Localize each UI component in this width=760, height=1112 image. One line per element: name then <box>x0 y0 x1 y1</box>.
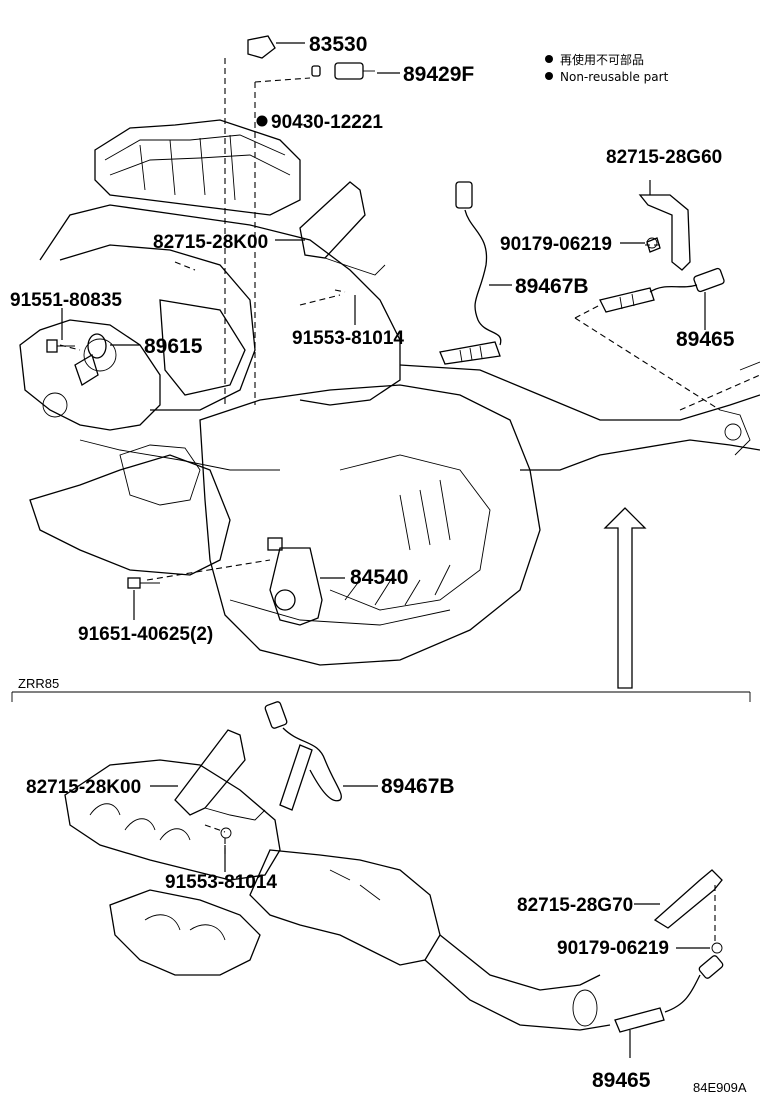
oil-pressure-switch-83530 <box>247 35 276 59</box>
bracket-82715-28g60 <box>638 194 691 271</box>
bolt-91553-81014-bottom <box>220 827 232 839</box>
diagram-id: 84E909A <box>693 1080 747 1095</box>
exhaust-manifold-assembly <box>64 759 611 1031</box>
dashed-guide-lines-bottom <box>204 824 716 945</box>
label-83530: 83530 <box>309 33 367 56</box>
label-84540: 84540 <box>350 566 408 589</box>
label-89467b-top: 89467B <box>515 275 589 298</box>
oxygen-sensor-89467b-top <box>439 181 502 365</box>
non-reusable-marker-icon <box>545 55 553 63</box>
callouts-top: 83530 89429F 90430-12221 82715-28G60 901… <box>10 33 735 645</box>
engine-transmission-assembly <box>19 119 760 666</box>
bolt-91651-40625 <box>127 577 160 589</box>
label-82715-28k00-top: 82715-28K00 <box>153 232 268 253</box>
bracket-82715-28k00-bottom <box>174 729 266 821</box>
view-arrow-icon <box>603 507 647 689</box>
neutral-start-switch-84540 <box>267 537 323 626</box>
label-82715-28g60: 82715-28G60 <box>606 147 722 168</box>
dashed-guide-lines <box>59 58 760 581</box>
legend-japanese: 再使用不可部品 <box>560 52 644 67</box>
label-82715-28k00-bottom: 82715-28K00 <box>26 777 141 798</box>
label-82715-28g70: 82715-28G70 <box>517 895 633 916</box>
legend: 再使用不可部品 Non-reusable part <box>545 52 669 84</box>
speed-sensor-89615 <box>74 333 107 386</box>
sensor-89429f <box>311 62 375 80</box>
bracket-82715-28k00-top <box>299 181 386 276</box>
label-91553-81014-bottom: 91553-81014 <box>165 872 277 893</box>
nut-90179-06219-top <box>646 237 658 249</box>
label-90430-12221: 90430-12221 <box>271 112 383 133</box>
label-89429f: 89429F <box>403 63 474 86</box>
label-91553-81014-top: 91553-81014 <box>292 328 404 349</box>
label-91651-40625: 91651-40625(2) <box>78 624 213 645</box>
bolt-91551-80835 <box>46 339 75 353</box>
legend-english: Non-reusable part <box>560 70 669 84</box>
label-90179-06219-top: 90179-06219 <box>500 234 612 255</box>
label-89465-bottom: 89465 <box>592 1069 651 1092</box>
leader-lines-top <box>61 42 706 620</box>
section-divider: ZRR85 <box>11 676 751 702</box>
label-90179-06219-bottom: 90179-06219 <box>557 938 669 959</box>
non-reusable-marker-icon <box>256 115 268 127</box>
label-89615: 89615 <box>144 335 203 358</box>
non-reusable-marker-icon <box>545 72 553 80</box>
label-89465-top: 89465 <box>676 328 735 351</box>
leader-lines-bottom <box>150 785 710 1058</box>
callouts-bottom: 82715-28K00 89467B 91553-81014 82715-28G… <box>26 775 669 1092</box>
oxygen-sensor-89465-top <box>599 267 725 313</box>
oxygen-sensor-89467b-bottom <box>264 701 342 811</box>
oxygen-sensor-89465-bottom <box>614 955 724 1033</box>
label-89467b-bottom: 89467B <box>381 775 455 798</box>
label-91551-80835: 91551-80835 <box>10 290 122 311</box>
bracket-82715-28g70 <box>653 869 723 929</box>
nut-90179-06219-bottom <box>711 942 723 954</box>
section-label-zrr85: ZRR85 <box>18 676 59 691</box>
